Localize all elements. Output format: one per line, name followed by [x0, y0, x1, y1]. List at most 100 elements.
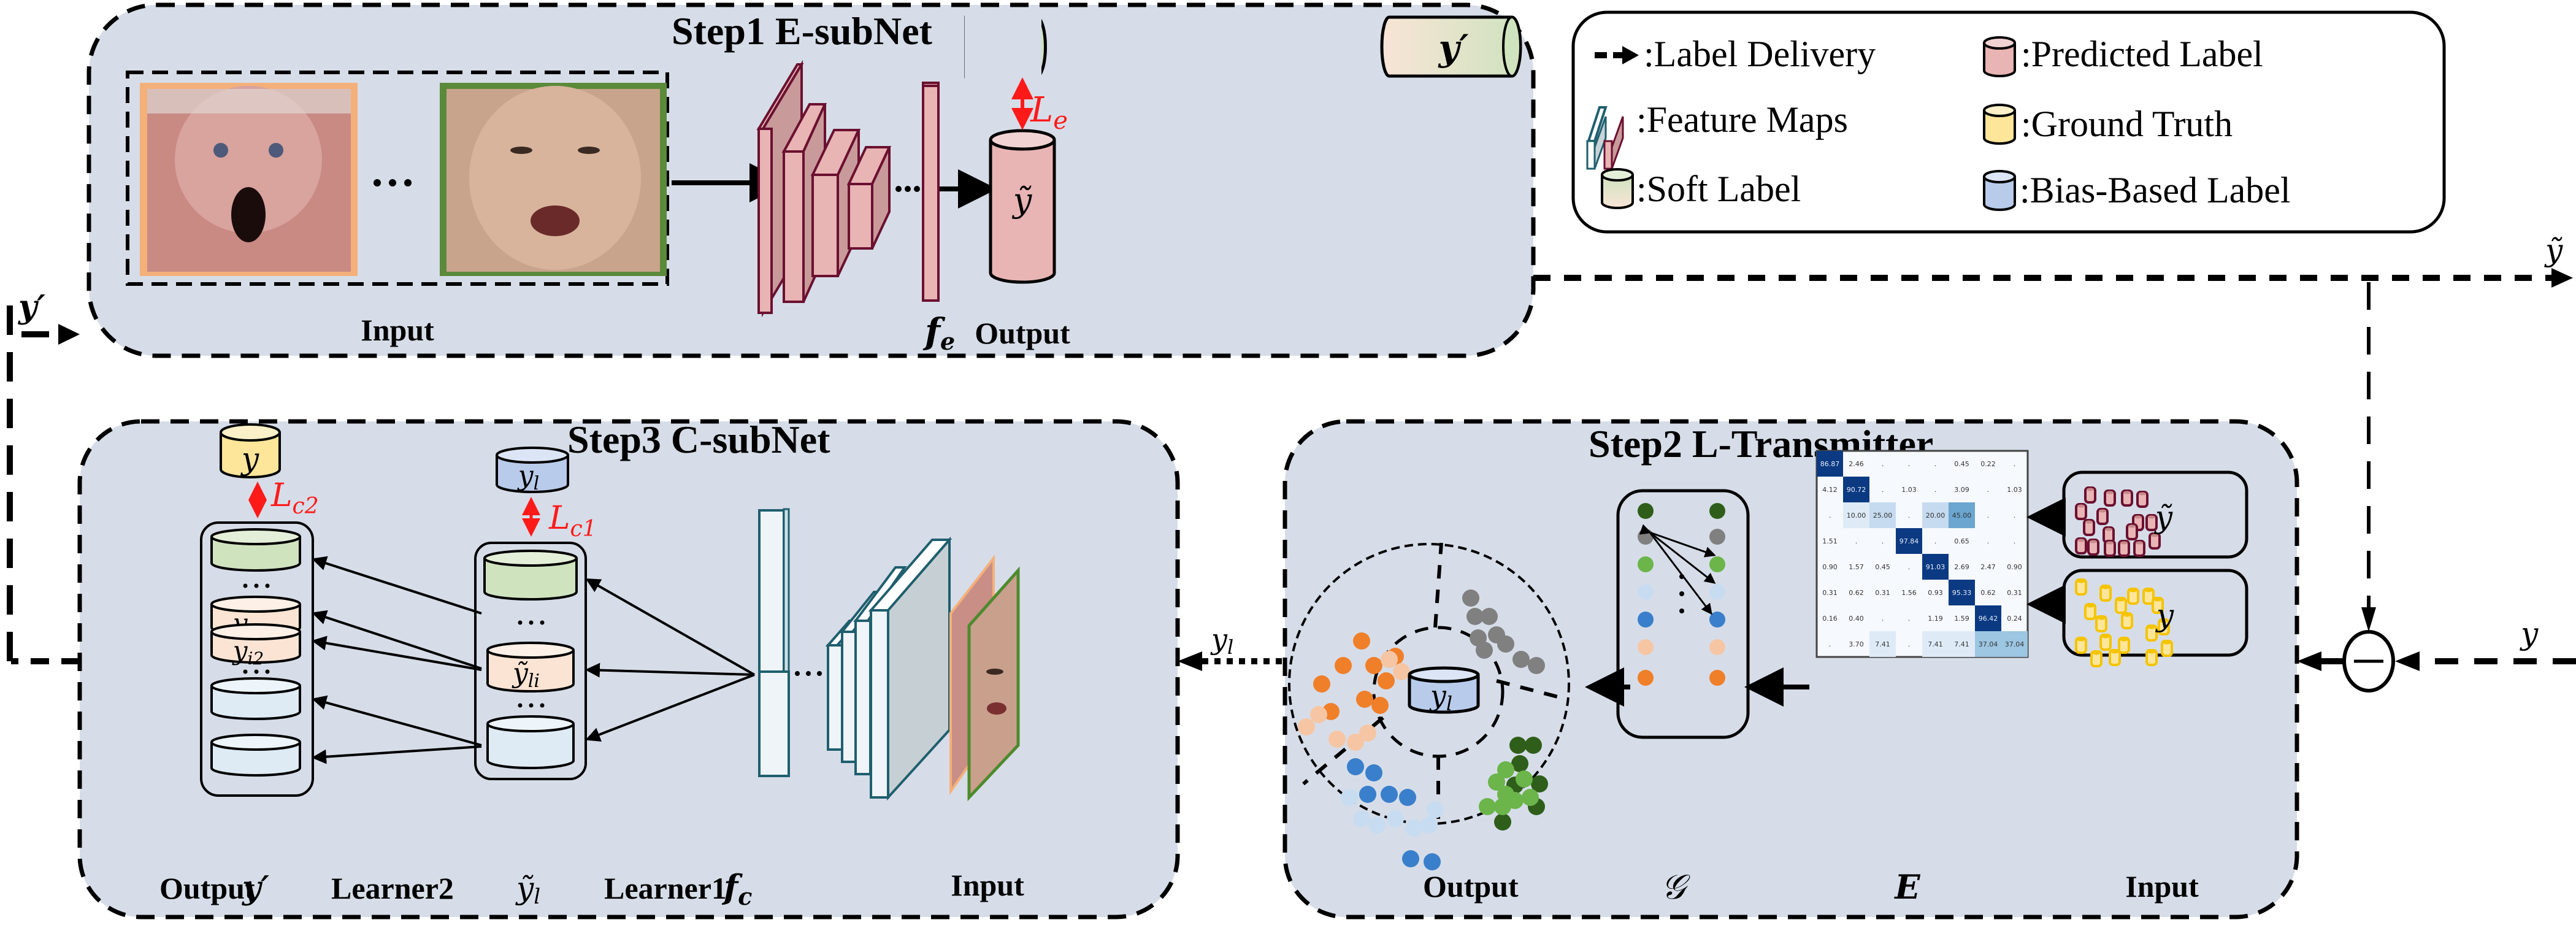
matrix-cell	[1949, 502, 1975, 528]
legend-bias-label: :Bias-Based Label	[2020, 170, 2291, 210]
graph-node	[1709, 556, 1725, 572]
sample-cylinder	[2121, 489, 2133, 507]
matrix-cell	[1922, 631, 1949, 657]
e-subnet-cnn-layers	[756, 59, 892, 318]
matrix-value: 1.56	[1901, 589, 1917, 597]
graph-node	[1709, 670, 1725, 686]
pred-box-symbol: ỹ	[2154, 499, 2173, 535]
bias-label-cylinder: yl	[496, 447, 569, 494]
matrix-value: 2.47	[1980, 563, 1996, 571]
cluster-point	[1347, 758, 1364, 775]
sample-cylinder	[2149, 532, 2161, 550]
ytilde-out-label: ỹ	[2544, 232, 2563, 268]
cluster-point	[1516, 770, 1533, 788]
sample-cylinder	[2118, 540, 2130, 557]
sample-cylinder	[2084, 486, 2096, 504]
matrix-value: 0.16	[1822, 615, 1838, 623]
cluster-point	[1347, 734, 1364, 751]
graph-node	[1638, 639, 1654, 655]
cluster-point	[1368, 816, 1386, 834]
matrix-value: 0.31	[1822, 589, 1838, 597]
svg-text:ỹli: ỹli	[512, 658, 540, 692]
cluster-point	[1359, 724, 1376, 742]
mask	[965, 15, 1041, 80]
cluster-point	[1381, 786, 1398, 803]
ellipsis-vertical	[1679, 574, 1684, 613]
matrix-value: 0.90	[1822, 563, 1838, 571]
graph-box	[1616, 489, 1750, 739]
matrix-value: 20.00	[1926, 512, 1945, 520]
matrix-value: 7.41	[1928, 640, 1943, 648]
fc-label: fc	[721, 867, 752, 910]
cluster-point	[1509, 737, 1527, 754]
y-in-label: y	[2520, 616, 2539, 651]
matrix-value: 1.59	[1954, 615, 1969, 623]
matrix-value: 0.45	[1954, 460, 1969, 468]
matrix-value: 0.24	[2007, 615, 2022, 623]
matrix-value: .	[1908, 563, 1911, 571]
matrix-cell	[1843, 477, 1869, 502]
cluster-point	[1466, 608, 1484, 625]
cluster-point	[1356, 691, 1373, 708]
cluster-point	[1378, 672, 1395, 689]
feature-vector-fc	[758, 508, 790, 777]
legend-ground-truth: :Ground Truth	[2021, 104, 2233, 144]
cluster-point	[1488, 773, 1505, 791]
learner1-label: Learner1	[604, 871, 727, 905]
matrix-value: 2.46	[1849, 460, 1864, 468]
soft-label-cylinder	[486, 715, 575, 769]
ellipsis-dots	[243, 583, 270, 588]
matrix-value: .	[1908, 615, 1911, 623]
cluster-point	[1511, 755, 1528, 772]
matrix-value: 0.45	[1875, 563, 1890, 571]
step1-title: Step1 E-subNet	[672, 9, 933, 53]
step2-output-label: Output	[1423, 869, 1519, 904]
graph-node	[1709, 584, 1725, 600]
gt-box-symbol: y	[2155, 597, 2174, 633]
sample-cylinder	[2115, 597, 2127, 614]
sample-cylinder	[2142, 588, 2155, 605]
matrix-value: .	[1908, 460, 1911, 468]
cluster-point	[1328, 731, 1346, 748]
cluster-points	[1298, 589, 1548, 870]
matrix-value: 1.03	[1901, 486, 1917, 494]
loss-le: Le	[1030, 90, 1068, 135]
matrix-value: 2.69	[1954, 563, 1969, 571]
matrix-value: 97.84	[1899, 537, 1919, 545]
matrix-value: 10.00	[1847, 512, 1866, 520]
matrix-value: .	[1829, 640, 1831, 648]
ground-truth-cylinder: y	[220, 423, 281, 478]
sample-cylinder	[2104, 540, 2116, 557]
matrix-cell	[1922, 502, 1949, 528]
step3-output-label: Output	[159, 871, 255, 905]
input-images	[126, 71, 669, 286]
step3-panel: Step3 C-subNet y Lc2 yi1	[77, 418, 1180, 919]
matrix-value: 37.04	[1979, 640, 1998, 648]
sample-cylinder	[2084, 603, 2096, 620]
cluster-point	[1298, 718, 1315, 735]
predicted-label-cylinder: ỹ	[989, 129, 1056, 284]
cluster-point	[1481, 608, 1498, 625]
sample-cylinder	[2118, 637, 2130, 654]
soft-label-cylinder	[210, 677, 301, 720]
arrow-head	[2551, 268, 2573, 288]
feature-map-layer	[846, 146, 892, 250]
sample-cylinder	[2104, 489, 2116, 507]
sample-cylinder	[2096, 508, 2109, 525]
input-face-planes	[949, 555, 1020, 802]
svg-text:yi2: yi2	[232, 635, 264, 669]
learner2-symbol: ỹl	[515, 870, 540, 909]
ground-truth-samples	[2075, 578, 2173, 667]
feature-vector-fe	[922, 82, 940, 302]
graph-node	[1638, 556, 1654, 572]
step3-input-label: Input	[951, 868, 1024, 902]
matrix-value: 3.09	[1954, 486, 1969, 494]
cluster-point	[1506, 792, 1524, 809]
matrix-value: .	[1829, 512, 1831, 520]
cluster-point	[1528, 657, 1545, 674]
output-column: yi1 yi2	[200, 521, 314, 797]
soft-label-cylinder	[210, 734, 301, 777]
matrix-value: 95.33	[1952, 589, 1972, 597]
